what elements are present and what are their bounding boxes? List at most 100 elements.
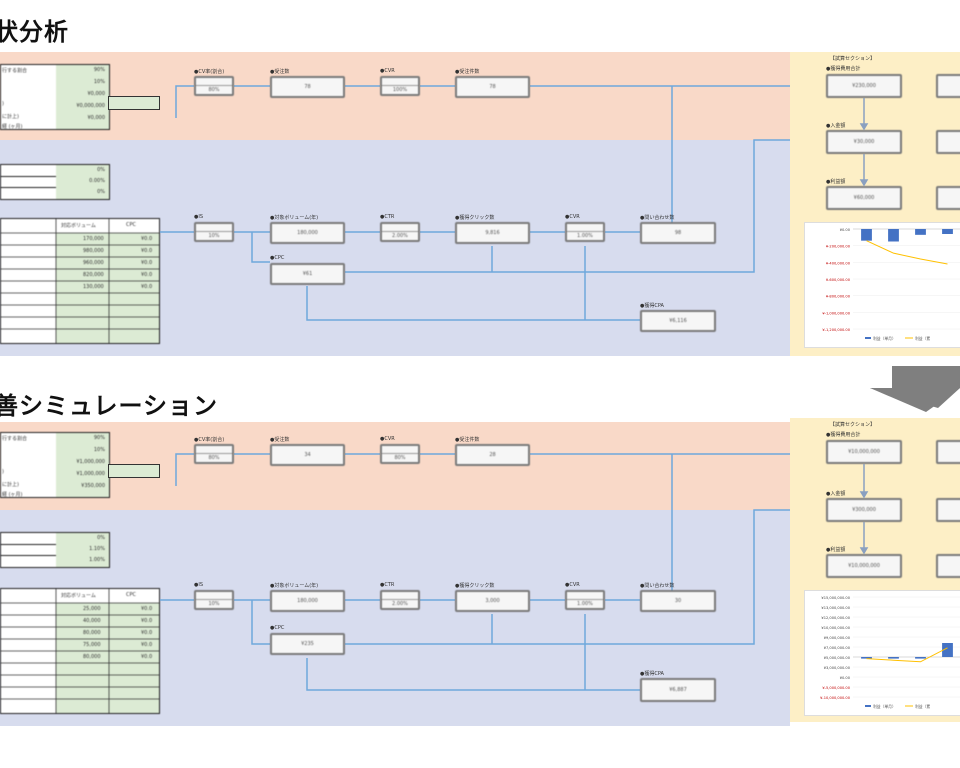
param-value: ¥1,000,000 [76, 471, 105, 477]
table-cell: 75,000 [83, 642, 101, 648]
sim-value-box: ¥30,000 [826, 130, 902, 154]
node-value-box: 98 [640, 222, 716, 244]
node-label: ●CTR [380, 214, 395, 220]
sim-value-box: ¥10,000,000 [826, 440, 902, 464]
param-value: 1.00% [89, 557, 105, 563]
table-cell: 80,000 [83, 654, 101, 660]
sim-title: 【試算セクション】 [830, 422, 876, 428]
node-value-box: 3,000 [455, 590, 530, 612]
table-cell: ¥0.0 [141, 284, 153, 290]
node-pct-box: 80% [194, 76, 234, 96]
column-header: CPC [126, 592, 136, 598]
legend-label: 利益（単月） [873, 704, 896, 709]
table-cell: ¥0.0 [141, 260, 153, 266]
node-label: ●問い合わせ数 [640, 583, 675, 589]
flow-panel-current: 行する割合 ) に計上) 経 (ヶ月) 90% 10% ¥0,000 ¥0,00… [0, 52, 790, 356]
node-pct-box: 80% [194, 444, 234, 464]
node-label: ●CVR [565, 582, 580, 588]
chart-svg: ¥15,000,000.00¥13,000,000.00¥12,000,000.… [820, 596, 960, 709]
node-label: ●獲得クリック数 [455, 583, 495, 589]
y-tick-label: ¥-400,000.00 [826, 261, 851, 265]
node-label: ●CV率(割合) [194, 437, 225, 443]
node-label: ●入金額 [826, 491, 846, 497]
node-label: ●CVR [380, 436, 395, 442]
input-table-top: 行する割合 ) に計上) 経 (ヶ月) 90% 10% ¥0,000 ¥0,00… [0, 64, 110, 130]
y-tick-label: ¥-1,200,000.00 [822, 328, 850, 332]
y-tick-label: ¥0.00 [840, 676, 851, 680]
sim-value-box: ¥300,000 [826, 498, 902, 522]
param-value: ¥0,000,000 [76, 103, 105, 109]
sim-value-box: ¥10,000,000 [826, 554, 902, 578]
input-cell-highlight [108, 464, 160, 478]
node-pct-box: 10% [194, 222, 234, 242]
node-pct-box: 10% [194, 590, 234, 610]
table-cell: ¥0.0 [141, 618, 153, 624]
chart-bar [888, 229, 899, 242]
sim-value-box [936, 498, 960, 522]
table-cell: ¥0.0 [141, 272, 153, 278]
column-header: 対応ボリューム [61, 593, 96, 599]
y-tick-label: ¥10,000,000.00 [821, 626, 850, 630]
input-table-top: 行する割合 ) に計上) 経 (ヶ月) 90% 10% ¥1,000,000 ¥… [0, 432, 110, 498]
flow-connectors [160, 85, 790, 321]
node-label: ●CPC [270, 255, 285, 261]
table-cell: 960,000 [83, 260, 104, 266]
table-cell: 980,000 [83, 248, 104, 254]
profit-chart-current: ¥0.00¥-200,000.00¥-400,000.00¥-600,000.0… [804, 222, 960, 348]
node-value-box: 34 [270, 444, 345, 466]
chart-bar [861, 657, 872, 659]
legend-swatch [865, 705, 871, 707]
node-label: ●利益額 [826, 547, 846, 553]
y-tick-label: ¥13,000,000.00 [821, 606, 850, 610]
node-label: ●受注件数 [455, 69, 480, 75]
node-value-box: 28 [455, 444, 530, 466]
param-value: 0% [97, 189, 105, 195]
sim-arrows [859, 98, 869, 187]
table-cell: ¥0.0 [141, 642, 153, 648]
param-label: 経 (ヶ月) [2, 492, 23, 498]
table-cell: 40,000 [83, 618, 101, 624]
node-value-box: 9,816 [455, 222, 530, 244]
param-value: ¥0,000 [87, 115, 106, 121]
node-pct-box: 1.00% [565, 590, 605, 610]
node-label: ●受注数 [270, 69, 290, 75]
sim-value-box [936, 130, 960, 154]
chart-line [866, 240, 948, 265]
sim-value-box [936, 186, 960, 210]
sim-arrows [859, 464, 869, 555]
node-value-box: 30 [640, 590, 716, 612]
sim-title: 【試算セクション】 [830, 56, 876, 62]
sim-value-box: ¥230,000 [826, 74, 902, 98]
node-label: ●獲得CPA [640, 671, 664, 677]
table-grid [1, 219, 159, 343]
node-label: ●CV率(割合) [194, 69, 225, 75]
node-label: ●入金額 [826, 123, 846, 129]
param-value: 0% [97, 535, 105, 541]
node-pct-box: 2.00% [380, 590, 420, 610]
node-label: ●問い合わせ数 [640, 215, 675, 221]
y-tick-label: ¥-5,000,000.00 [822, 686, 850, 690]
node-value-box: ¥6,887 [640, 678, 716, 702]
y-tick-label: ¥9,000,000.00 [824, 636, 851, 640]
flow-panel-improved: 行する割合 ) に計上) 経 (ヶ月) 90% 10% ¥1,000,000 ¥… [0, 422, 790, 726]
section-title-improved: 善シミュレーション [0, 392, 219, 420]
node-label: ●対象ボリューム(年) [270, 583, 319, 589]
node-label: ●CVR [380, 68, 395, 74]
column-header: CPC [126, 222, 136, 228]
input-table-mid: 0% 0.00% 0% [0, 164, 110, 200]
node-label: ●CTR [380, 582, 395, 588]
chart-bar [915, 657, 926, 659]
node-pct-box: 100% [380, 76, 420, 96]
param-value: 0.00% [89, 178, 105, 184]
y-tick-label: ¥-200,000.00 [826, 245, 851, 249]
param-value: 90% [93, 435, 105, 441]
y-tick-label: ¥-10,000,000.00 [820, 696, 851, 700]
y-tick-label: ¥3,000,000.00 [824, 666, 851, 670]
sim-value-box: ¥60,000 [826, 186, 902, 210]
param-label: 行する割合 [2, 68, 28, 74]
table-cell: 170,000 [83, 236, 104, 242]
node-label: ●受注数 [270, 437, 290, 443]
node-value-box: 180,000 [270, 222, 345, 244]
input-cell-highlight [108, 96, 160, 110]
node-label: ●獲得CPA [640, 303, 664, 309]
